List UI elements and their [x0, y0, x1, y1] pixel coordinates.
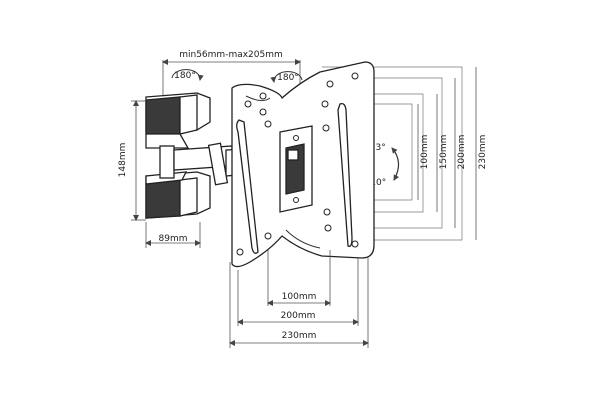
label-swivel-right: 180°: [277, 73, 299, 83]
hinge-column: [159, 145, 175, 179]
label-vesa-v-200: 200mm: [457, 135, 467, 170]
label-vesa-h-230: 230mm: [282, 331, 317, 341]
center-bracket: [279, 125, 313, 213]
label-wall-plate-width: 89mm: [159, 234, 188, 244]
label-vesa-v-230: 230mm: [478, 135, 488, 170]
left-slot-rail: [236, 119, 259, 254]
mounting-holes: [236, 72, 359, 256]
label-vesa-v-100: 100mm: [420, 135, 430, 170]
swivel-right-icon: 180°: [270, 71, 303, 83]
vesa-outline-200: [322, 77, 443, 229]
vesa-outline-150: [337, 93, 424, 213]
label-tilt-down: -10°: [367, 178, 386, 188]
vesa-outline-230: [322, 66, 463, 241]
label-vesa-h-100: 100mm: [282, 292, 317, 302]
label-vesa-v-150: 150mm: [439, 135, 449, 170]
label-vesa-h-200: 200mm: [281, 311, 316, 321]
vesa-outline-100: [347, 103, 413, 201]
swivel-left-icon: 180°: [171, 69, 204, 81]
tilt-arrow-icon: [391, 147, 400, 181]
label-arm-extension: min56mm-max205mm: [179, 50, 283, 60]
label-wall-plate-height: 148mm: [118, 143, 128, 178]
label-tilt-up: +3°: [368, 143, 386, 153]
right-slot-rail: [337, 102, 353, 247]
label-swivel-left: 180°: [174, 71, 196, 81]
